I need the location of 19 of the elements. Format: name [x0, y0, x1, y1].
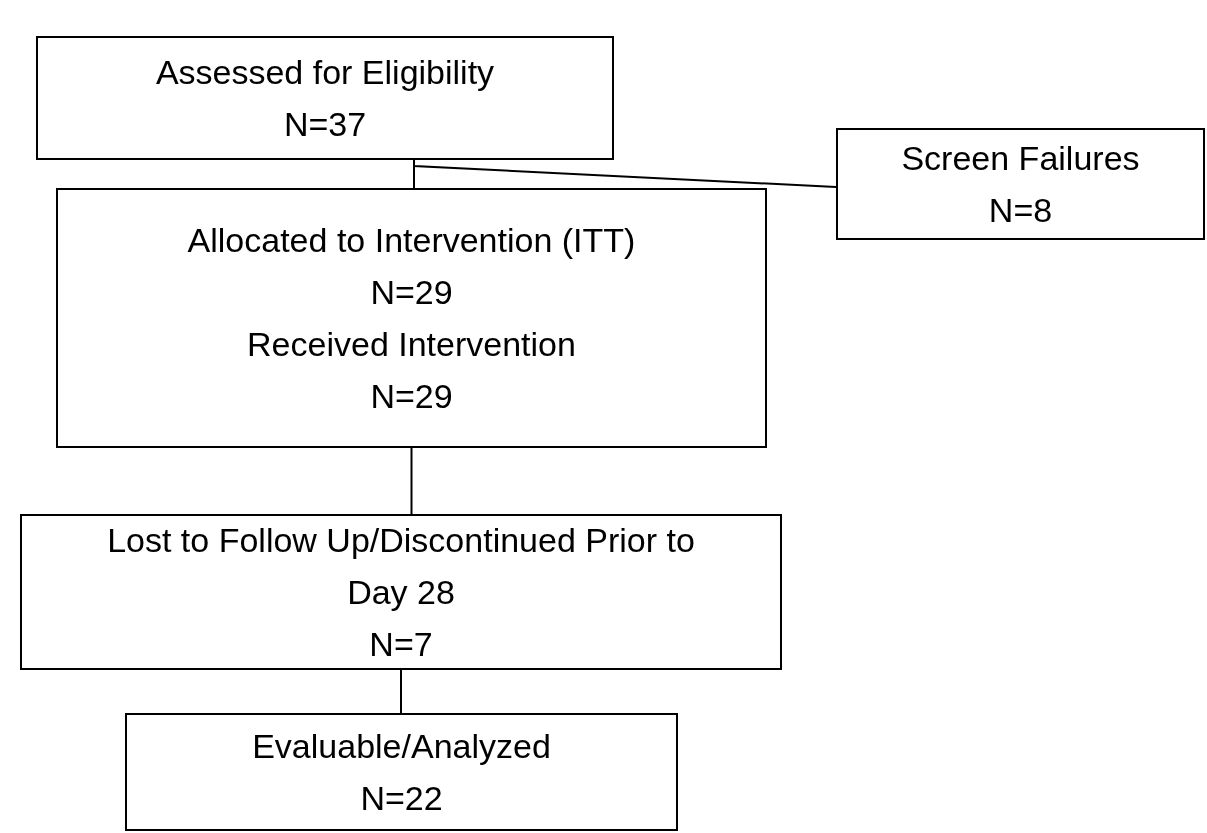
process-box: [20, 514, 782, 670]
process-box: [36, 36, 614, 160]
box-text: Lost to Follow Up/Discontinued Prior to Day 28: [106, 520, 696, 613]
process-box: [836, 128, 1205, 240]
box-text: N=22: [360, 778, 443, 819]
box-text: N=29: [370, 272, 453, 313]
box-text: Evaluable/Analyzed: [252, 726, 551, 767]
process-box: [125, 713, 678, 831]
process-box: [56, 188, 767, 448]
box-text: Allocated to Intervention (ITT): [187, 220, 636, 261]
box-text: N=8: [988, 190, 1053, 231]
box-text: N=7: [369, 624, 433, 665]
box-text: Screen Failures: [901, 138, 1140, 179]
box-text: Assessed for Eligibility: [155, 52, 495, 93]
box-text: N=37: [283, 104, 367, 145]
connector-line: [400, 669, 402, 714]
box-text: N=29: [370, 376, 453, 417]
box-text: Received Intervention: [247, 324, 576, 365]
connector-line: [410, 447, 413, 515]
